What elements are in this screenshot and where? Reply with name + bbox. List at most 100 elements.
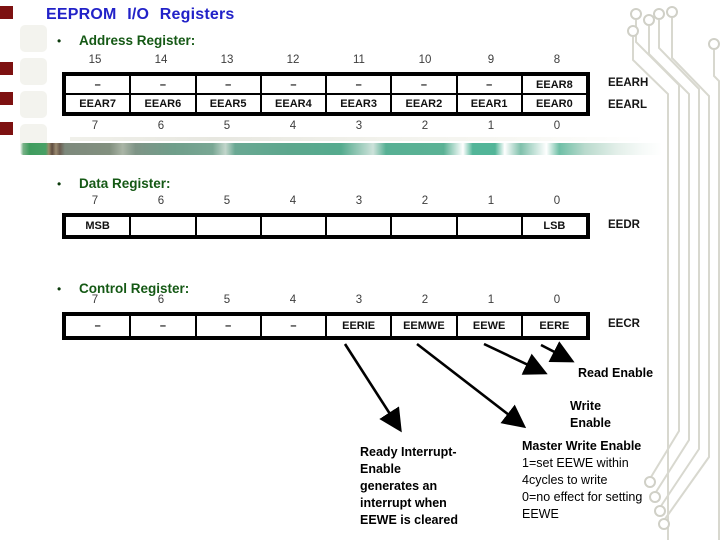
deco-square xyxy=(20,91,47,118)
bit-number: 7 xyxy=(91,120,99,132)
register-cell xyxy=(130,216,196,236)
register-cell: EEAR5 xyxy=(195,94,261,113)
register-cell: – xyxy=(65,315,131,337)
arrow-eemwe xyxy=(416,342,527,429)
register-cell: EEWE xyxy=(456,315,522,337)
register-cell: – xyxy=(260,75,326,94)
bit-number: 6 xyxy=(157,195,165,207)
bit-number: 8 xyxy=(553,54,561,66)
deco-square xyxy=(20,25,47,52)
address-high-row: –––––––EEAR8 xyxy=(65,75,587,94)
arrow-eere xyxy=(540,341,575,363)
data-register-table: MSB LSB xyxy=(62,213,590,239)
data-row: MSB LSB xyxy=(65,216,587,236)
register-cell: EEAR6 xyxy=(130,94,196,113)
address-bits-low: 7 6 5 4 3 2 1 0 xyxy=(62,120,590,132)
register-cell: EEAR2 xyxy=(391,94,457,113)
bit-number: 4 xyxy=(289,294,297,306)
page-title: EEPROM I/O Registers xyxy=(46,6,235,23)
note-ready-interrupt: Ready Interrupt- Enable generates an int… xyxy=(360,445,458,527)
register-cell: EEAR1 xyxy=(456,94,522,113)
bit-number: 0 xyxy=(553,120,561,132)
control-bits: 7 6 5 4 3 2 1 0 xyxy=(62,294,590,306)
register-cell xyxy=(260,216,326,236)
register-cell: – xyxy=(130,315,196,337)
register-cell: – xyxy=(456,75,522,94)
bullet-data-register: • Data Register: xyxy=(57,176,171,191)
arrow-eerie xyxy=(343,343,402,433)
bit-number: 6 xyxy=(157,120,165,132)
bullet-label: Data Register: xyxy=(79,176,171,191)
bit-number: 3 xyxy=(355,120,363,132)
register-cell xyxy=(391,216,457,236)
register-cell xyxy=(326,216,392,236)
bit-number: 11 xyxy=(353,54,365,66)
bit-number: 3 xyxy=(355,294,363,306)
label-eecr: EECR xyxy=(608,318,640,330)
bit-number: 10 xyxy=(418,54,432,66)
bit-number: 9 xyxy=(487,54,495,66)
register-cell: LSB xyxy=(521,216,587,236)
register-cell xyxy=(195,216,261,236)
bullet-label: Control Register: xyxy=(79,281,190,296)
bit-number: 15 xyxy=(88,54,102,66)
bullet-dot: • xyxy=(57,282,62,296)
register-cell: EEAR4 xyxy=(260,94,326,113)
register-cell: EEAR7 xyxy=(65,94,131,113)
register-cell: EEMWE xyxy=(391,315,457,337)
bit-number: 4 xyxy=(289,120,297,132)
register-cell: – xyxy=(195,315,261,337)
register-cell: EEAR0 xyxy=(521,94,587,113)
register-cell: – xyxy=(130,75,196,94)
bit-number: 14 xyxy=(154,54,168,66)
bullet-label: Address Register: xyxy=(79,33,196,48)
label-eearh: EEARH xyxy=(608,77,649,89)
label-eedr: EEDR xyxy=(608,219,640,231)
bit-number: 6 xyxy=(157,294,165,306)
arrow-eewe xyxy=(483,342,548,375)
address-bits-high: 15 14 13 12 11 10 9 8 xyxy=(62,54,590,66)
register-cell: – xyxy=(326,75,392,94)
register-cell: – xyxy=(260,315,326,337)
register-cell: EEAR3 xyxy=(326,94,392,113)
bit-number: 3 xyxy=(355,195,363,207)
edge-square xyxy=(0,122,13,135)
register-cell: – xyxy=(391,75,457,94)
bit-number: 1 xyxy=(487,120,495,132)
note-master-write-title: Master Write Enable xyxy=(522,439,642,453)
note-write-enable: Write Enable xyxy=(570,399,611,430)
edge-square xyxy=(0,62,13,75)
data-bits: 7 6 5 4 3 2 1 0 xyxy=(62,195,590,207)
edge-square xyxy=(0,6,13,19)
bit-number: 5 xyxy=(223,195,231,207)
accent-bar-echo xyxy=(70,137,645,141)
register-cell: EEAR8 xyxy=(521,75,587,94)
bit-number: 2 xyxy=(421,294,429,306)
edge-square xyxy=(0,92,13,105)
bit-number: 5 xyxy=(223,294,231,306)
bit-number: 5 xyxy=(223,120,231,132)
register-cell: EERIE xyxy=(326,315,392,337)
bit-number: 1 xyxy=(487,294,495,306)
bit-number: 0 xyxy=(553,294,561,306)
bit-number: 13 xyxy=(220,54,234,66)
register-cell: – xyxy=(195,75,261,94)
bit-number: 2 xyxy=(421,195,429,207)
bullet-dot: • xyxy=(57,34,62,48)
bit-number: 1 xyxy=(487,195,495,207)
bit-number: 7 xyxy=(91,195,99,207)
accent-bar xyxy=(20,143,662,155)
bit-number: 2 xyxy=(421,120,429,132)
deco-square xyxy=(20,58,47,85)
note-master-write-body: 1=set EEWE within 4cycles to write 0=no … xyxy=(522,456,643,521)
bit-number: 7 xyxy=(91,294,99,306)
bit-number: 0 xyxy=(553,195,561,207)
register-cell xyxy=(456,216,522,236)
register-cell: MSB xyxy=(65,216,131,236)
bullet-control-register: • Control Register: xyxy=(57,281,189,296)
label-eearl: EEARL xyxy=(608,99,647,111)
bit-number: 12 xyxy=(286,54,300,66)
bit-number: 4 xyxy=(289,195,297,207)
